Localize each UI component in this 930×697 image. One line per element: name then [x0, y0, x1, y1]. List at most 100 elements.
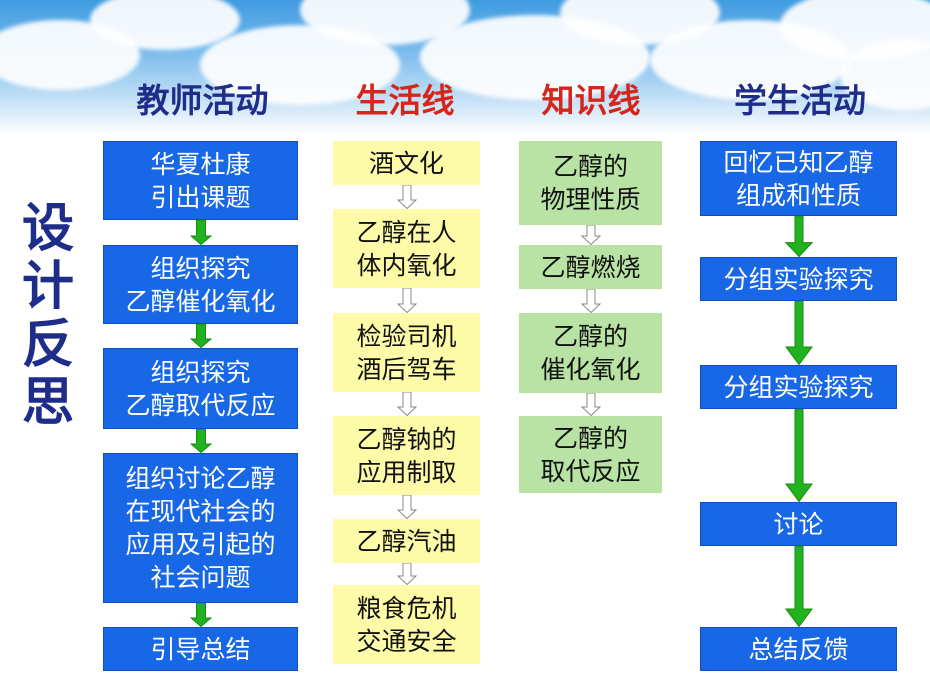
- flow-box-teacher: 组织讨论乙醇在现代社会的应用及引起的社会问题: [103, 453, 298, 603]
- column-title-student: 学生活动: [734, 81, 866, 120]
- flow-box-line: 引出课题: [150, 182, 251, 212]
- side-title-char: 计: [21, 257, 74, 317]
- flow-box-text: 酒文化: [369, 147, 444, 180]
- down-arrow-icon: [784, 409, 813, 502]
- cloud: [90, 0, 240, 50]
- flow-box-student: 回忆已知乙醇组成和性质: [700, 141, 897, 216]
- flow-box-line: 乙醇燃烧: [540, 252, 641, 282]
- flow-box-line: 检验司机: [356, 321, 457, 351]
- flow-box-teacher: 组织探究乙醇催化氧化: [103, 245, 298, 324]
- flow-box-line: 取代反应: [540, 456, 641, 486]
- flow-box-life: 乙醇在人体内氧化: [333, 209, 480, 288]
- flow-box-line: 在现代社会的: [125, 497, 276, 526]
- flow-box-line: 乙醇汽油: [356, 526, 457, 556]
- flow-box-text: 组织探究乙醇催化氧化: [125, 252, 275, 318]
- flow-box-text: 检验司机酒后驾车: [356, 320, 456, 386]
- flow-box-text: 乙醇的取代反应: [540, 422, 640, 488]
- down-arrow-icon: [784, 546, 813, 627]
- flow-box-text: 乙醇的物理性质: [540, 150, 640, 216]
- down-arrow-icon: [396, 495, 417, 519]
- flow-box-line: 组织讨论乙醇: [125, 464, 276, 493]
- flow-box-life: 酒文化: [333, 141, 480, 185]
- flow-box-line: 乙醇的: [552, 423, 628, 453]
- column-title-teacher: 教师活动: [136, 81, 269, 120]
- flow-box-text: 乙醇燃烧: [540, 251, 640, 284]
- flow-box-student: 分组实验探究: [700, 257, 897, 301]
- flow-box-line: 分组实验探究: [723, 372, 874, 402]
- side-title-char: 思: [21, 373, 74, 433]
- down-arrow-icon: [396, 563, 417, 585]
- flow-box-knowledge: 乙醇燃烧: [519, 245, 662, 289]
- flow-box-text: 组织探究乙醇取代反应: [125, 356, 275, 422]
- down-arrow-icon: [784, 216, 813, 257]
- flow-box-text: 乙醇在人体内氧化: [356, 216, 456, 282]
- flow-box-teacher: 组织探究乙醇取代反应: [103, 348, 298, 429]
- flow-box-line: 酒后驾车: [356, 354, 457, 384]
- flow-box-line: 催化氧化: [540, 355, 641, 384]
- down-arrow-icon: [396, 288, 417, 313]
- flow-box-line: 引导总结: [150, 634, 251, 664]
- flow-box-life: 粮食危机交通安全: [333, 585, 480, 664]
- flow-box-line: 乙醇的: [552, 152, 628, 181]
- flow-box-text: 粮食危机交通安全: [356, 592, 456, 658]
- flow-box-line: 社会问题: [150, 563, 251, 592]
- down-arrow-icon: [580, 393, 601, 416]
- down-arrow-icon: [189, 603, 212, 627]
- flow-box-line: 华夏杜康: [150, 149, 251, 179]
- down-arrow-icon: [580, 289, 601, 313]
- flow-box-line: 乙醇催化氧化: [125, 286, 276, 316]
- flow-box-line: 组成和性质: [735, 180, 861, 210]
- side-title-char: 反: [21, 315, 74, 375]
- flow-box-line: 交通安全: [356, 626, 457, 656]
- sky-background: [0, 0, 930, 135]
- flow-box-line: 物理性质: [540, 185, 641, 214]
- flow-box-text: 乙醇汽油: [356, 525, 456, 558]
- side-title: 设 计 反 思: [18, 200, 78, 432]
- down-arrow-icon: [784, 301, 813, 365]
- flow-box-life: 乙醇汽油: [333, 519, 480, 563]
- flow-box-line: 组织探究: [150, 357, 251, 387]
- column-title-life: 生活线: [355, 81, 455, 120]
- flow-box-knowledge: 乙醇的催化氧化: [519, 313, 662, 393]
- flow-box-knowledge: 乙醇的物理性质: [519, 141, 662, 225]
- flow-box-text: 乙醇的催化氧化: [540, 320, 640, 386]
- flow-box-teacher: 引导总结: [103, 627, 298, 671]
- down-arrow-icon: [189, 220, 212, 245]
- side-title-char: 设: [21, 199, 74, 259]
- flow-box-line: 乙醇在人: [356, 217, 457, 247]
- flow-box-line: 体内氧化: [356, 250, 457, 280]
- flow-box-student: 讨论: [700, 502, 897, 546]
- down-arrow-icon: [580, 225, 601, 245]
- flow-box-line: 乙醇的: [552, 322, 628, 351]
- flow-box-life: 检验司机酒后驾车: [333, 313, 480, 392]
- flow-box-student: 分组实验探究: [700, 365, 897, 409]
- flow-box-teacher: 华夏杜康引出课题: [103, 141, 298, 220]
- flow-box-student: 总结反馈: [700, 627, 897, 671]
- flow-box-line: 粮食危机: [356, 593, 457, 623]
- flow-box-line: 乙醇钠的: [356, 424, 457, 454]
- flow-box-text: 总结反馈: [748, 633, 848, 666]
- flow-box-text: 华夏杜康引出课题: [150, 148, 250, 214]
- flow-box-text: 讨论: [773, 508, 823, 541]
- column-title-knowledge: 知识线: [541, 81, 641, 120]
- flow-box-line: 应用制取: [356, 457, 457, 487]
- flow-box-text: 分组实验探究: [723, 371, 873, 404]
- down-arrow-icon: [396, 392, 417, 416]
- flow-box-line: 酒文化: [368, 148, 444, 178]
- flow-box-life: 乙醇钠的应用制取: [333, 416, 480, 495]
- flow-box-line: 回忆已知乙醇: [723, 147, 874, 177]
- down-arrow-icon: [189, 324, 212, 348]
- down-arrow-icon: [396, 185, 417, 209]
- flow-box-text: 引导总结: [150, 633, 250, 666]
- flow-box-text: 分组实验探究: [723, 263, 873, 296]
- flow-box-text: 组织讨论乙醇在现代社会的应用及引起的社会问题: [125, 462, 275, 594]
- flow-box-line: 组织探究: [150, 253, 251, 283]
- flow-box-knowledge: 乙醇的取代反应: [519, 416, 662, 493]
- flow-box-text: 乙醇钠的应用制取: [356, 423, 456, 489]
- flow-box-line: 应用及引起的: [125, 530, 276, 559]
- flow-box-text: 回忆已知乙醇组成和性质: [723, 146, 873, 212]
- flow-box-line: 讨论: [773, 509, 824, 539]
- down-arrow-icon: [189, 429, 212, 453]
- flow-box-line: 分组实验探究: [723, 264, 874, 294]
- flow-box-line: 乙醇取代反应: [125, 390, 276, 420]
